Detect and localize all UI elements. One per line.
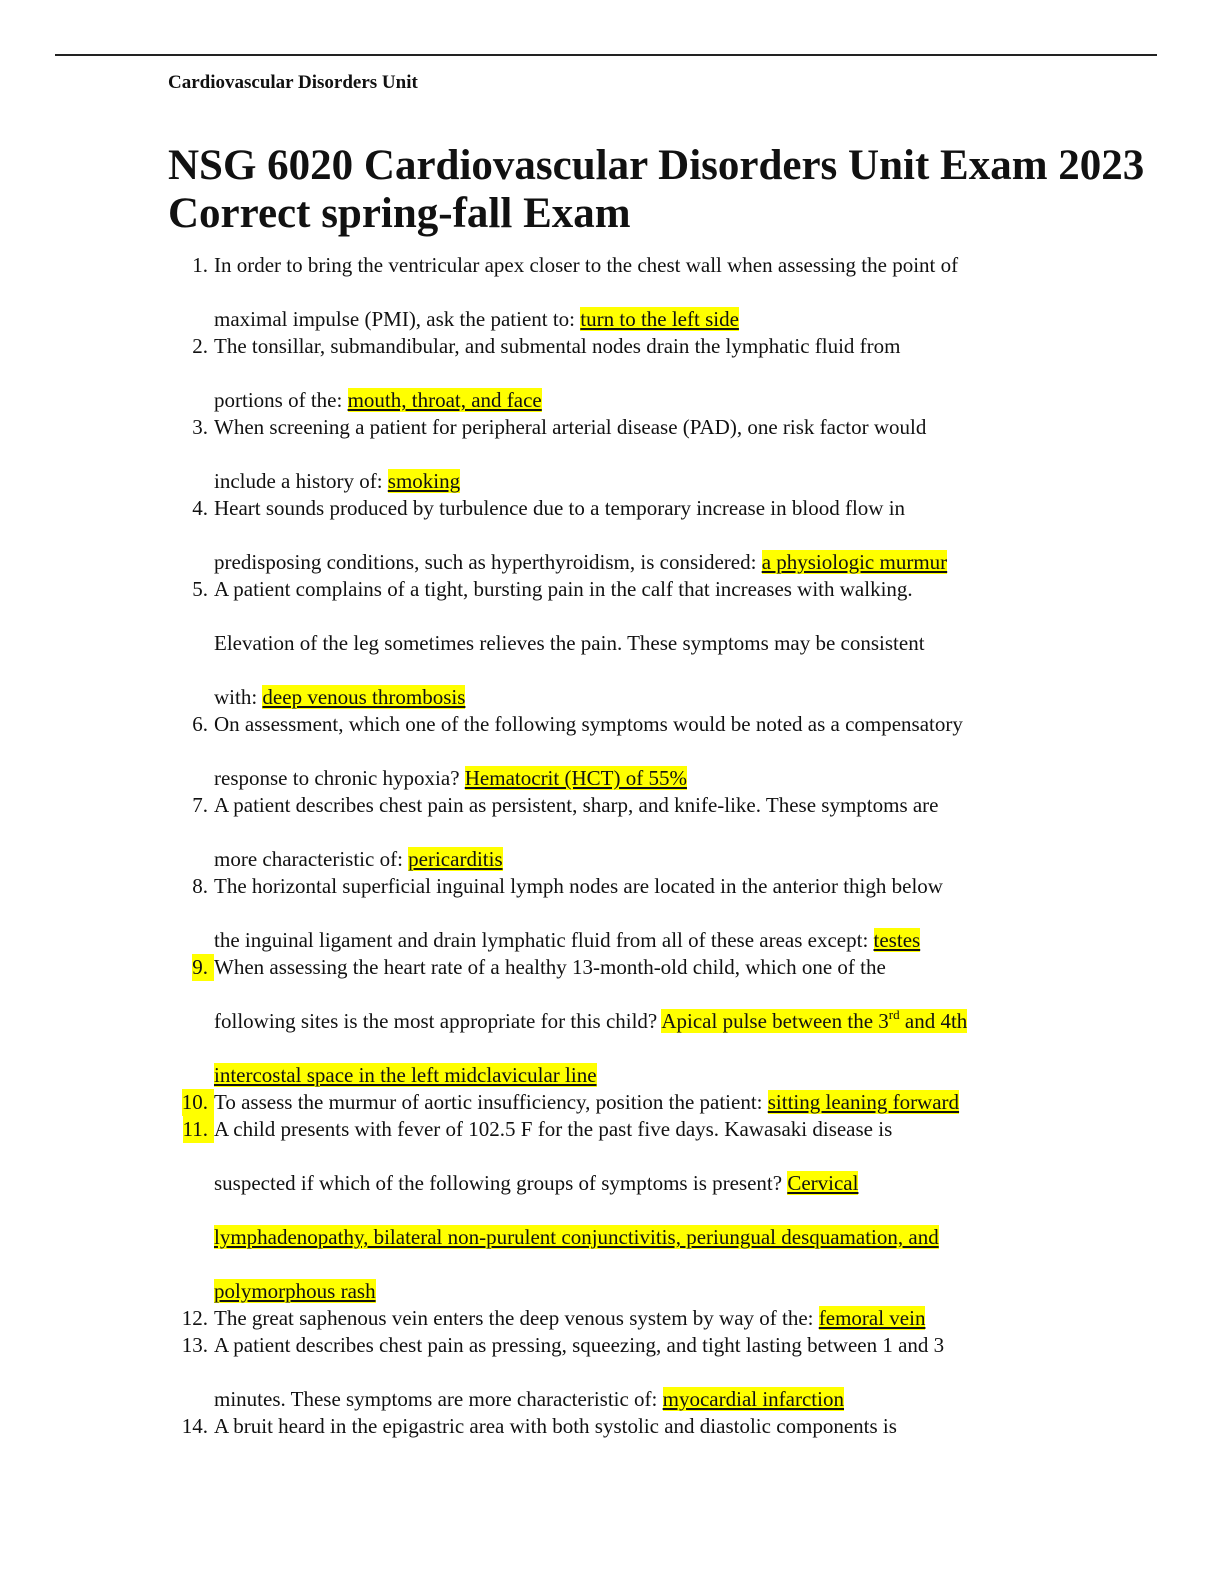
answer-highlight: polymorphous rash bbox=[214, 1279, 376, 1303]
answer-highlight: femoral vein bbox=[818, 1306, 926, 1330]
question-text: A patient describes chest pain as pressi… bbox=[214, 1333, 945, 1357]
answer-highlight: deep venous thrombosis bbox=[262, 685, 466, 709]
answer-highlight: turn to the left side bbox=[580, 307, 739, 331]
question-number: 6. bbox=[192, 712, 208, 736]
question-text: with: deep venous thrombosis bbox=[214, 685, 466, 709]
question-text: A patient complains of a tight, bursting… bbox=[214, 577, 913, 601]
question-text: following sites is the most appropriate … bbox=[214, 1007, 968, 1033]
answer-highlight: a physiologic murmur bbox=[761, 550, 948, 574]
question-text: In order to bring the ventricular apex c… bbox=[214, 253, 959, 277]
question-number: 1. bbox=[192, 253, 208, 277]
question-item: 2. The tonsillar, submandibular, and sub… bbox=[0, 333, 1224, 414]
question-item: 11. A child presents with fever of 102.5… bbox=[0, 1116, 1224, 1305]
question-text: intercostal space in the left midclavicu… bbox=[214, 1062, 1114, 1089]
question-item: 14. A bruit heard in the epigastric area… bbox=[0, 1413, 1224, 1440]
question-item: 10. To assess the murmur of aortic insuf… bbox=[0, 1089, 1224, 1116]
answer-highlight: testes bbox=[873, 928, 921, 952]
running-header: Cardiovascular Disorders Unit bbox=[168, 72, 418, 93]
question-text: polymorphous rash bbox=[214, 1278, 1114, 1305]
question-item: 4. Heart sounds produced by turbulence d… bbox=[0, 495, 1224, 576]
question-number: 7. bbox=[192, 793, 208, 817]
question-text: A child presents with fever of 102.5 F f… bbox=[214, 1117, 893, 1141]
question-item: 5. A patient complains of a tight, burst… bbox=[0, 576, 1224, 711]
question-item: 3. When screening a patient for peripher… bbox=[0, 414, 1224, 495]
question-text: portions of the: mouth, throat, and face bbox=[214, 388, 542, 412]
question-item: 9. When assessing the heart rate of a he… bbox=[0, 954, 1224, 1089]
answer-highlight: myocardial infarction bbox=[662, 1387, 844, 1411]
question-list: 1. In order to bring the ventricular ape… bbox=[0, 252, 1224, 1440]
question-number: 12. bbox=[181, 1306, 208, 1330]
question-text: When screening a patient for peripheral … bbox=[214, 415, 927, 439]
question-text: maximal impulse (PMI), ask the patient t… bbox=[214, 307, 739, 331]
answer-highlight: Hematocrit (HCT) of 55% bbox=[464, 766, 687, 790]
document-title: NSG 6020 Cardiovascular Disorders Unit E… bbox=[168, 142, 1145, 237]
question-text: include a history of: smoking bbox=[214, 469, 461, 493]
answer-highlight: lymphadenopathy, bilateral non-purulent … bbox=[214, 1225, 939, 1249]
question-item: 12. The great saphenous vein enters the … bbox=[0, 1305, 1224, 1332]
header-rule bbox=[55, 54, 1157, 56]
question-text: The great saphenous vein enters the deep… bbox=[214, 1306, 926, 1330]
question-text: response to chronic hypoxia? Hematocrit … bbox=[214, 766, 687, 790]
question-number: 4. bbox=[192, 496, 208, 520]
question-number: 5. bbox=[192, 577, 208, 601]
question-text: The horizontal superficial inguinal lymp… bbox=[214, 874, 943, 898]
question-text: A bruit heard in the epigastric area wit… bbox=[214, 1414, 897, 1438]
question-text: Heart sounds produced by turbulence due … bbox=[214, 496, 906, 520]
question-text: the inguinal ligament and drain lymphati… bbox=[214, 928, 921, 952]
question-number: 14. bbox=[181, 1414, 208, 1438]
question-number: 10. bbox=[160, 1089, 214, 1116]
question-text: Elevation of the leg sometimes relieves … bbox=[214, 631, 925, 655]
answer-highlight: mouth, throat, and face bbox=[347, 388, 542, 412]
question-text: When assessing the heart rate of a healt… bbox=[214, 955, 886, 979]
question-number: 8. bbox=[192, 874, 208, 898]
question-text: more characteristic of: pericarditis bbox=[214, 847, 503, 871]
question-item: 8. The horizontal superficial inguinal l… bbox=[0, 873, 1224, 954]
question-text: minutes. These symptoms are more charact… bbox=[214, 1387, 844, 1411]
answer-highlight: smoking bbox=[387, 469, 461, 493]
question-number: 3. bbox=[192, 415, 208, 439]
question-text: A patient describes chest pain as persis… bbox=[214, 793, 939, 817]
question-text: predisposing conditions, such as hyperth… bbox=[214, 550, 948, 574]
answer-highlight: Apical pulse between the 3rd and 4th bbox=[661, 1007, 968, 1033]
question-item: 13. A patient describes chest pain as pr… bbox=[0, 1332, 1224, 1413]
question-number: 9. bbox=[160, 954, 214, 981]
question-text: suspected if which of the following grou… bbox=[214, 1171, 859, 1195]
answer-highlight: sitting leaning forward bbox=[767, 1090, 960, 1114]
question-text: The tonsillar, submandibular, and submen… bbox=[214, 334, 901, 358]
question-number: 2. bbox=[192, 334, 208, 358]
question-text: On assessment, which one of the followin… bbox=[214, 712, 963, 736]
question-text: lymphadenopathy, bilateral non-purulent … bbox=[214, 1224, 1114, 1251]
question-item: 7. A patient describes chest pain as per… bbox=[0, 792, 1224, 873]
question-number: 13. bbox=[181, 1333, 208, 1357]
question-item: 1. In order to bring the ventricular ape… bbox=[0, 252, 1224, 333]
question-text: To assess the murmur of aortic insuffici… bbox=[214, 1090, 960, 1114]
question-item: 6. On assessment, which one of the follo… bbox=[0, 711, 1224, 792]
question-number: 11. bbox=[160, 1116, 214, 1143]
answer-highlight: pericarditis bbox=[408, 847, 503, 871]
answer-highlight: Cervical bbox=[787, 1171, 859, 1195]
answer-highlight: intercostal space in the left midclavicu… bbox=[214, 1063, 597, 1087]
